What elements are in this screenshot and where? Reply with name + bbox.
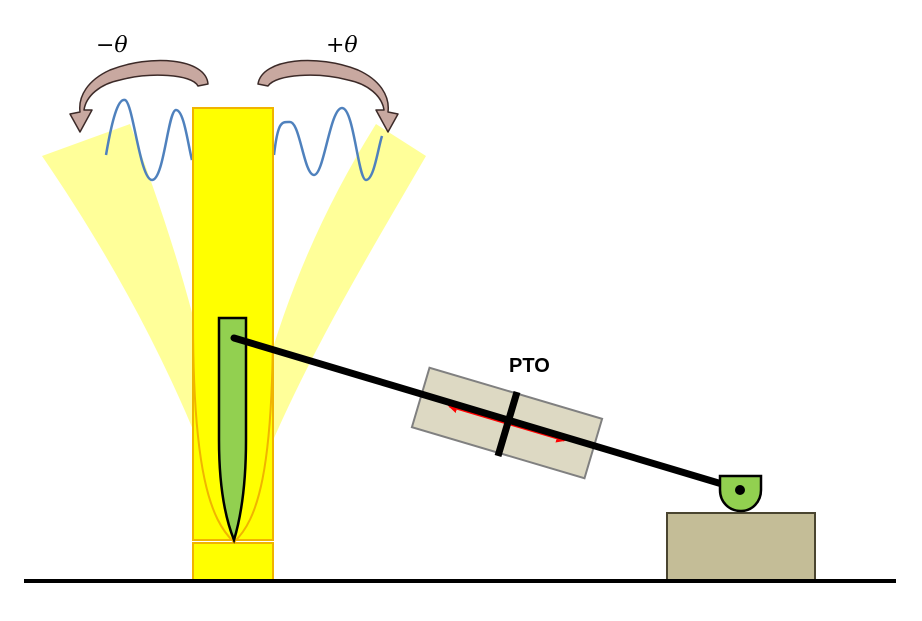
- anchor-block: [666, 512, 816, 581]
- rotation-positive-icon: [257, 59, 399, 133]
- rotation-negative-icon: [69, 59, 209, 133]
- theta-positive-label: +θ: [326, 33, 358, 58]
- wave-left: [104, 98, 194, 182]
- flap-float: [217, 316, 248, 544]
- connecting-rod: [230, 334, 746, 494]
- hinge-base: [192, 542, 274, 581]
- pto-label: PTO: [509, 355, 550, 377]
- pto-piston-crossbar: [494, 391, 521, 457]
- swept-region: [42, 124, 426, 542]
- theta-negative-label: −θ: [96, 33, 128, 58]
- wave-right: [272, 106, 384, 182]
- rod-end-joint: [735, 485, 745, 495]
